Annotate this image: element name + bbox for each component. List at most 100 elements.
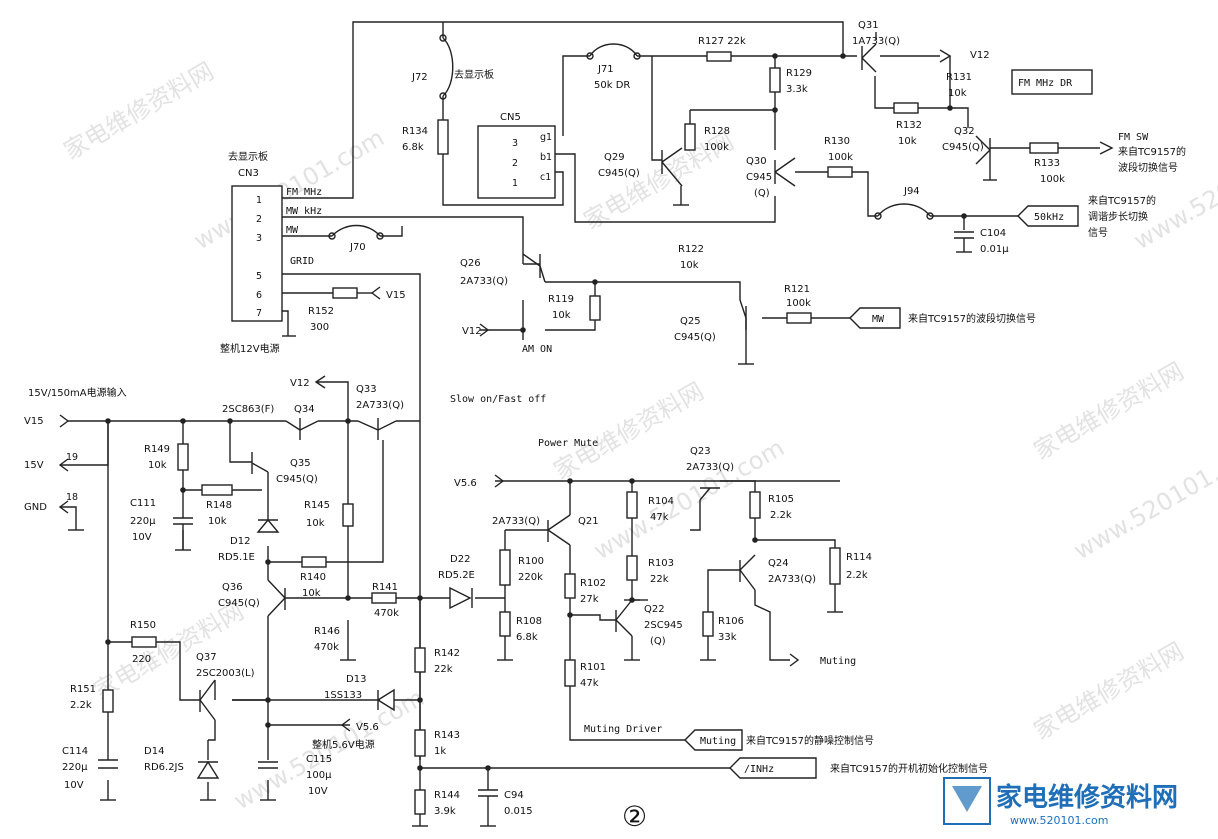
r151 <box>102 689 114 713</box>
r106-value: 33k <box>718 632 737 643</box>
r134-value: 6.8k <box>402 142 424 153</box>
c111-value: 220μ <box>130 516 156 527</box>
cn3-pin2: 2 <box>256 214 262 225</box>
from-tc-mute: 来自TC9157的静噪控制信号 <box>746 734 874 747</box>
q22-type2: (Q) <box>650 636 666 647</box>
cn3-pin5: 5 <box>256 271 262 282</box>
j70-label: J70 <box>349 242 366 253</box>
logo-icon <box>943 777 991 825</box>
c115-voltage: 10V <box>308 786 328 797</box>
r140-label: R140 <box>300 572 326 583</box>
q33-type: 2A733(Q) <box>356 400 404 411</box>
text-labels: Q31 1A733(Q) V12 R127 22k J71 50k DR J72… <box>24 20 1186 833</box>
logo-url: www.520101.com <box>1010 814 1108 827</box>
cn3-pin3: 3 <box>256 233 262 244</box>
r149 <box>177 443 189 471</box>
r108-label: R108 <box>516 616 542 627</box>
r141 <box>371 592 397 604</box>
r105-label: R105 <box>768 494 794 505</box>
r144 <box>414 789 426 815</box>
q26-type: 2A733(Q) <box>460 276 508 287</box>
r149-label: R149 <box>144 444 170 455</box>
r114-label: R114 <box>846 552 872 563</box>
r121-label: R121 <box>784 284 810 295</box>
r151-value: 2.2k <box>70 700 92 711</box>
r134-label: R134 <box>402 126 428 137</box>
muting-label: Muting <box>820 656 856 667</box>
input-15v-label: 15V/150mA电源输入 <box>28 386 127 399</box>
r119-label: R119 <box>548 294 574 305</box>
r150-label: R150 <box>130 620 156 631</box>
r114 <box>829 547 841 585</box>
from-tc-band-1: 来自TC9157的 <box>1118 145 1186 158</box>
watermark-text: 家电维修资料网 <box>1029 357 1188 465</box>
r103-value: 22k <box>650 574 669 585</box>
v56-top-label: V5.6 <box>454 478 477 489</box>
r141-label: R141 <box>372 582 398 593</box>
cn5-pin1: 1 <box>512 178 518 189</box>
r145-value: 10k <box>306 518 325 529</box>
watermark-text: 家电维修资料网 <box>549 377 708 485</box>
cn5-pin2: 2 <box>512 158 518 169</box>
q37-type: 2SC2003(L) <box>196 668 255 679</box>
from-tc-step-3: 信号 <box>1088 227 1108 239</box>
r119 <box>589 295 601 321</box>
v56-label: V5.6 <box>356 722 379 733</box>
r127 <box>706 51 732 62</box>
q33-label: Q33 <box>356 384 377 395</box>
r152-value: 300 <box>310 322 329 333</box>
components <box>102 51 1093 815</box>
r100-label: R100 <box>518 556 544 567</box>
grounds <box>68 179 997 827</box>
cn5-g1: g1 <box>540 132 552 143</box>
watermark-text: www.520101.com <box>1069 434 1218 566</box>
pin18-label: 18 <box>66 492 78 503</box>
watermark-text: 家电维修资料网 <box>59 57 218 165</box>
junctions <box>105 53 967 771</box>
cn5-b1: b1 <box>540 152 552 163</box>
gnd-label: GND <box>24 502 47 513</box>
j71-label: J71 <box>597 64 614 75</box>
r128-value: 100k <box>704 142 729 153</box>
inhz-tag: /INHz <box>744 764 774 775</box>
r141-value: 470k <box>374 608 399 619</box>
c104-value: 0.01μ <box>980 244 1009 255</box>
q21-type: 2A733(Q) <box>492 516 540 527</box>
to-display-label: 去显示板 <box>454 68 494 81</box>
r142-label: R142 <box>434 648 460 659</box>
q30-type: C945 <box>746 172 772 183</box>
q24-type: 2A733(Q) <box>768 574 816 585</box>
q23-label: Q23 <box>690 446 711 457</box>
mw-tag: MW <box>872 314 885 325</box>
cn5-c1: c1 <box>540 172 551 183</box>
r129 <box>769 67 781 93</box>
v12-q33-label: V12 <box>290 378 310 389</box>
d22-label: D22 <box>450 554 470 565</box>
fm-mhz-label: FM MHz <box>286 187 322 198</box>
diodes <box>196 518 473 779</box>
r128 <box>684 123 696 151</box>
q35-label: Q35 <box>290 458 311 469</box>
q34-label: Q34 <box>294 404 315 415</box>
r146-label: R146 <box>314 626 340 637</box>
c111-voltage: 10V <box>132 532 152 543</box>
muting-driver-label: Muting Driver <box>584 724 662 735</box>
r142 <box>414 647 426 673</box>
q30-type2: (Q) <box>754 188 770 199</box>
r122-label: R122 <box>678 244 704 255</box>
r122-value: 10k <box>680 260 699 271</box>
signal-tags <box>58 49 1114 779</box>
cn3-pin7: 7 <box>256 308 262 319</box>
watermark-text: www.520101.com <box>1129 124 1218 256</box>
j71-value: 50k DR <box>594 80 630 91</box>
r146-value: 470k <box>314 642 339 653</box>
site-logo: 家电维修资料网 www.520101.com <box>943 777 1178 827</box>
v15-label: V15 <box>24 416 44 427</box>
r102-label: R102 <box>580 578 606 589</box>
r143 <box>414 729 426 757</box>
cn3-pin6: 6 <box>256 290 262 301</box>
q29-type: C945(Q) <box>598 168 640 179</box>
c114-voltage: 10V <box>64 780 84 791</box>
q32-label: Q32 <box>954 126 975 137</box>
j72-label: J72 <box>411 72 428 83</box>
